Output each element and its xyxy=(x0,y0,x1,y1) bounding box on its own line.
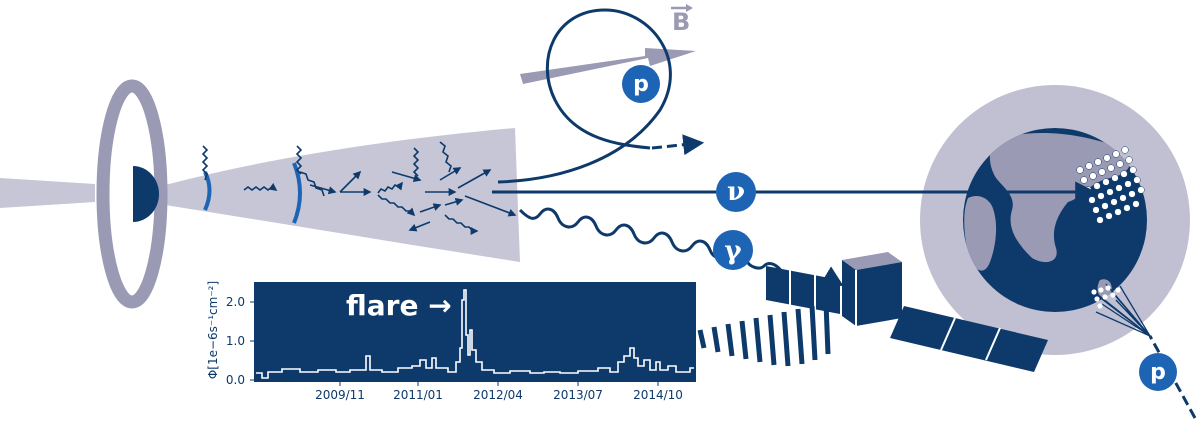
lightcurve-trace xyxy=(256,289,694,379)
x-tick-1: 2011/01 xyxy=(393,388,443,402)
y-axis-ticks xyxy=(250,301,254,381)
black-hole xyxy=(133,166,159,222)
neutrino-detector-array xyxy=(1076,146,1145,224)
b-field-label: B xyxy=(671,4,693,36)
gamma-ray-wave xyxy=(518,207,844,287)
magnetic-field-arrow xyxy=(520,48,696,84)
x-axis-ticks xyxy=(339,382,659,386)
proton-top-badge: p xyxy=(622,65,660,103)
particle-cascade xyxy=(201,141,517,235)
proton-bottom-badge: p xyxy=(1139,353,1177,391)
svg-text:B: B xyxy=(672,8,690,36)
satellite-body xyxy=(842,252,902,326)
lightcurve-plot-area xyxy=(254,282,696,382)
earth xyxy=(963,128,1147,312)
accretion-torus xyxy=(96,79,168,309)
proton-escape-dashed xyxy=(651,134,705,156)
x-tick-4: 2014/10 xyxy=(633,388,683,402)
air-shower xyxy=(1091,283,1151,337)
svg-text:ν: ν xyxy=(727,177,745,207)
x-tick-0: 2009/11 xyxy=(315,388,365,402)
y-axis-label: Φ[1e−6s⁻¹cm⁻²] xyxy=(206,281,220,379)
air-shower-hits xyxy=(1091,285,1121,309)
proton-gyration-path xyxy=(497,8,672,184)
svg-text:p: p xyxy=(1150,360,1166,385)
shock-front-2 xyxy=(292,162,302,224)
telemetry-beam xyxy=(697,302,831,367)
x-tick-2: 2012/04 xyxy=(473,388,523,402)
svg-text:γ: γ xyxy=(724,236,742,266)
gamma-badge: γ xyxy=(713,230,753,270)
svg-text:p: p xyxy=(633,72,649,97)
gamma-ray-satellite xyxy=(697,252,1048,372)
y-tick-2: 2.0 xyxy=(226,295,245,309)
relativistic-jet xyxy=(0,128,520,262)
solar-panel-right xyxy=(890,306,1048,372)
svg-text:flare →: flare → xyxy=(346,289,452,322)
neutrino-badge: ν xyxy=(716,172,756,212)
x-tick-3: 2013/07 xyxy=(553,388,603,402)
lightcurve-panel: flare → 0.0 1.0 2.0 Φ[1e−6s⁻¹cm⁻²] 2009/… xyxy=(206,281,696,402)
y-tick-1: 1.0 xyxy=(226,334,245,348)
y-tick-0: 0.0 xyxy=(226,373,245,387)
solar-panel-left xyxy=(766,266,840,314)
flare-annotation: flare → xyxy=(346,289,452,322)
